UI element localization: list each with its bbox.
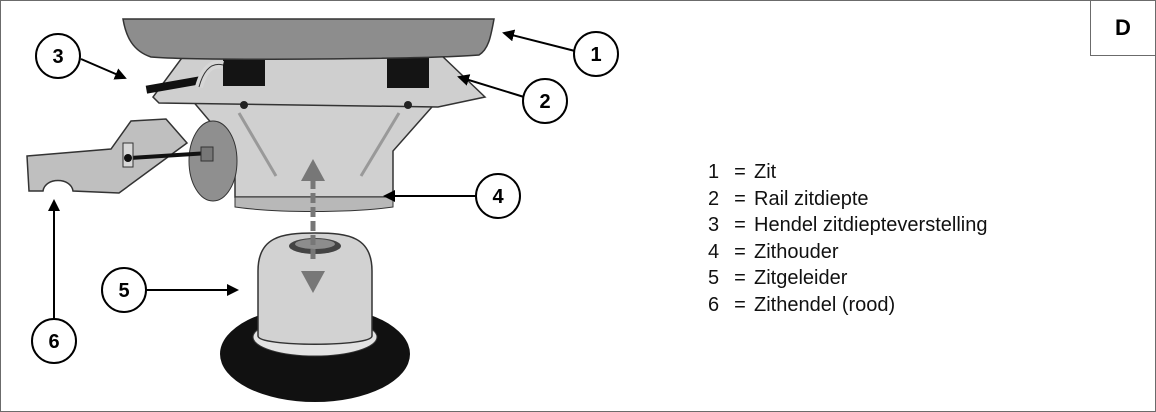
svg-text:6: 6 [48,331,59,353]
legend-item: 1 = Zit [708,159,987,186]
svg-text:3: 3 [52,46,63,68]
legend-item: 2 = Rail zitdiepte [708,186,987,213]
callout-1: 1 [573,31,619,77]
legend-equals: = [734,240,746,263]
legend-text: Hendel zitdiepteverstelling [754,214,988,236]
legend-item: 6 = Zithendel (rood) [708,292,987,319]
leader-arrow-2 [457,74,525,98]
legend-equals: = [734,293,746,316]
legend-equals: = [734,214,746,236]
legend-text: Zithouder [754,240,839,263]
legend-text: Rail zitdiepte [754,187,869,210]
callout-6: 6 [31,318,77,364]
legend-equals: = [734,187,746,210]
legend-item: 5 = Zitgeleider [708,265,987,292]
callout-4: 4 [475,173,521,219]
legend-text: Zithendel (rood) [754,293,896,316]
leader-arrow-1 [502,29,576,52]
legend-item: 3 = Hendel zitdiepteverstelling [708,212,987,239]
callout-2: 2 [522,78,568,124]
svg-text:2: 2 [539,91,550,113]
parts-legend: 1 = Zit 2 = Rail zitdiepte 3 = Hendel zitdiept… [708,159,987,318]
legend-number: 1 [708,161,720,183]
legend-number: 2 [708,187,720,210]
callout-3: 3 [35,33,81,79]
svg-text:5: 5 [118,280,129,302]
seat [122,18,495,60]
legend-text: Zit [754,161,777,183]
callout-5: 5 [101,267,147,313]
legend-number: 5 [708,267,720,289]
legend-text: Zitgeleider [754,267,848,289]
svg-text:4: 4 [492,186,504,208]
svg-text:1: 1 [590,44,601,66]
legend-number: 6 [708,293,720,316]
legend-number: 3 [708,214,720,236]
leader-arrow-3 [80,58,127,80]
leader-arrows [48,29,576,319]
depth-adjust-lever [145,60,224,94]
legend-equals: = [734,267,746,289]
seat-guide [220,232,410,402]
seat-lever [26,118,214,194]
legend-equals: = [734,161,746,183]
legend-item: 4 = Zithouder [708,239,987,266]
panel-label: D [1090,1,1155,56]
legend-number: 4 [708,240,720,263]
slide-arrow [301,159,325,293]
